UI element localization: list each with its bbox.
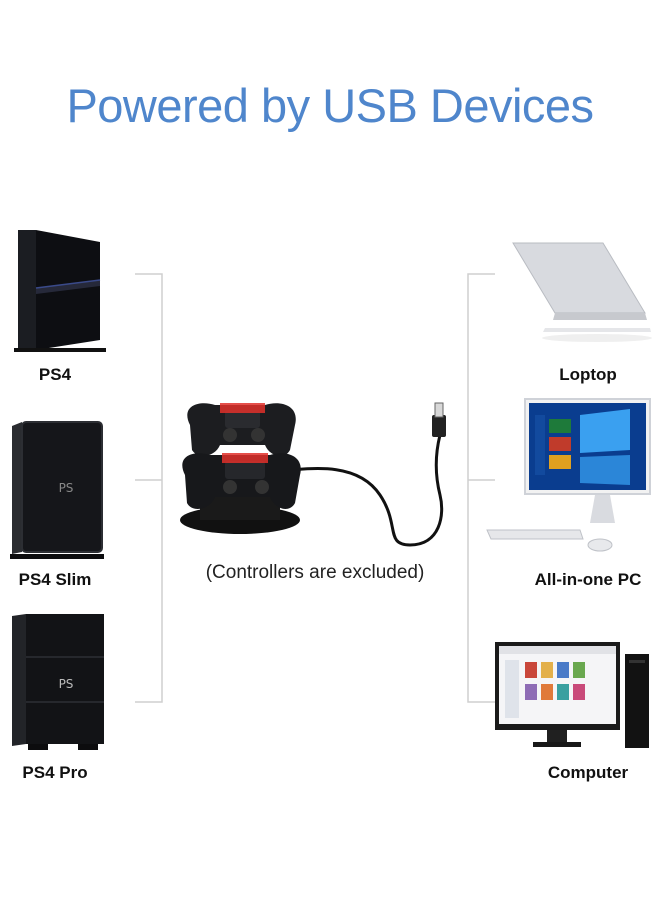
right-bracket [467,273,495,703]
device-label: Loptop [559,365,617,384]
device-label: Computer [547,763,629,782]
svg-text:PS: PS [59,677,74,691]
device-label: All-in-one PC [534,570,642,589]
device-label: PS4 Pro [22,763,88,782]
ps4-console-icon [14,230,106,352]
all-in-one-pc-icon [486,398,651,552]
ps4-slim-console-icon: PS [10,421,104,559]
svg-text:PS: PS [59,481,74,495]
desktop-computer-icon [495,642,649,748]
left-bracket [135,273,163,703]
device-label: PS4 Slim [18,570,92,589]
laptop-icon [512,242,652,342]
page-title: Powered by USB Devices [66,79,594,132]
device-label: PS4 [38,365,72,384]
ps4-pro-console-icon: PS [12,614,104,750]
charging-dock-icon [180,402,446,547]
excluded-note: (Controllers are excluded) [205,562,425,583]
